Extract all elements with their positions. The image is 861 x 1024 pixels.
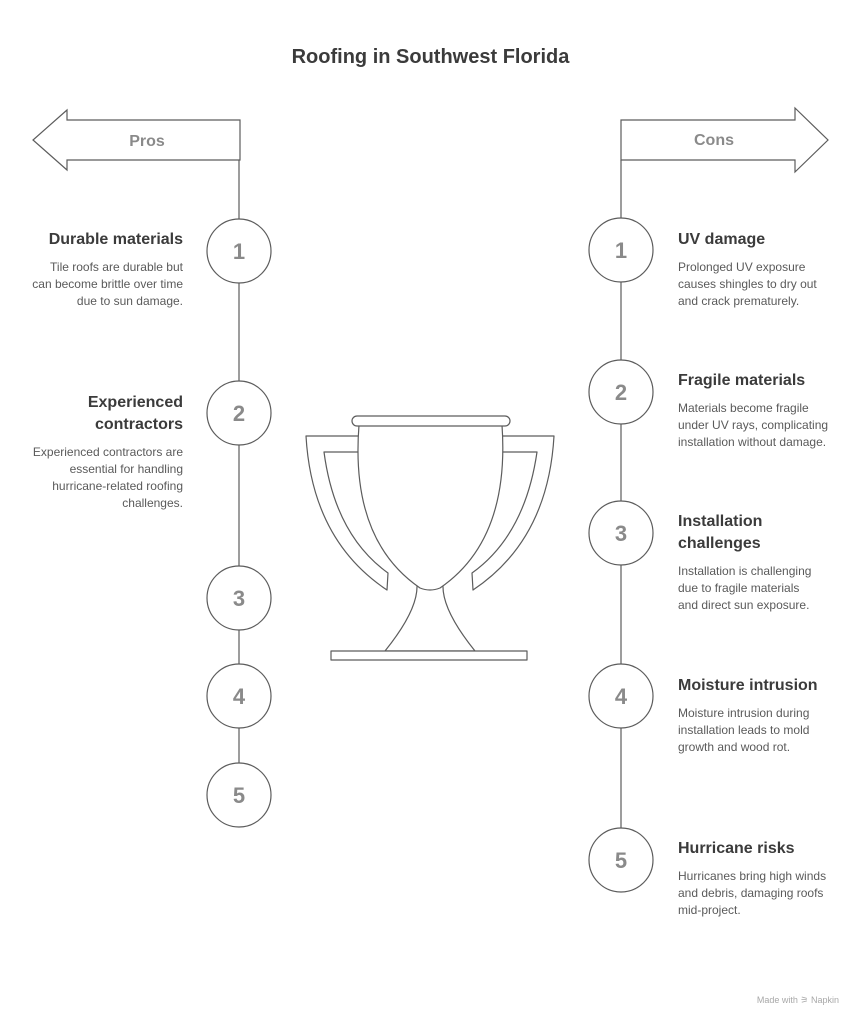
- pros-arrow: Pros: [32, 108, 241, 172]
- pros-step-2: 2: [206, 380, 272, 446]
- pros-step-3: 3: [206, 565, 272, 631]
- svg-text:2: 2: [233, 401, 245, 426]
- svg-text:1: 1: [615, 238, 627, 263]
- cons-item-4: Moisture intrusion Moisture intrusion du…: [678, 675, 818, 756]
- pros-step-1: 1: [206, 218, 272, 284]
- cons-arrow: Cons: [620, 106, 829, 174]
- svg-text:3: 3: [615, 521, 627, 546]
- pros-step-4: 4: [206, 663, 272, 729]
- cons-item-5: Hurricane risks Hurricanes bring high wi…: [678, 838, 828, 919]
- pros-label: Pros: [129, 133, 165, 150]
- cons-item-4-desc: Moisture intrusion during installation l…: [678, 706, 810, 754]
- cons-item-4-title: Moisture intrusion: [678, 677, 818, 694]
- cons-item-3-title: Installation challenges: [678, 513, 763, 552]
- pros-step-5: 5: [206, 762, 272, 828]
- cons-item-5-title: Hurricane risks: [678, 840, 795, 857]
- footer-credit: Made with ⚞ Napkin: [756, 995, 839, 1005]
- pros-item-1-title: Durable materials: [48, 231, 183, 248]
- cons-item-3-desc: Installation is challenging due to fragi…: [678, 564, 812, 612]
- svg-text:2: 2: [615, 380, 627, 405]
- pros-item-2-desc: Experienced contractors are essential fo…: [32, 445, 183, 510]
- cons-item-3: Installation challenges Installation is …: [678, 511, 818, 614]
- cons-step-4: 4: [588, 663, 654, 729]
- cons-item-1-title: UV damage: [678, 231, 766, 248]
- svg-text:4: 4: [615, 684, 628, 709]
- cons-item-2-title: Fragile materials: [678, 372, 806, 389]
- cons-step-3: 3: [588, 500, 654, 566]
- svg-text:3: 3: [233, 586, 245, 611]
- svg-text:5: 5: [233, 783, 245, 808]
- cons-item-2-desc: Materials become fragile under UV rays, …: [678, 401, 829, 449]
- cons-step-5: 5: [588, 827, 654, 893]
- cons-item-2: Fragile materials Materials become fragi…: [678, 370, 833, 451]
- svg-text:1: 1: [233, 239, 245, 264]
- trophy-icon: [305, 415, 555, 661]
- page-title: Roofing in Southwest Florida: [291, 46, 570, 68]
- cons-item-1: UV damage Prolonged UV exposure causes s…: [678, 229, 833, 310]
- pros-item-1: Durable materials Tile roofs are durable…: [30, 229, 183, 310]
- cons-step-2: 2: [588, 359, 654, 425]
- cons-step-1: 1: [588, 217, 654, 283]
- cons-item-1-desc: Prolonged UV exposure causes shingles to…: [678, 260, 817, 308]
- svg-text:5: 5: [615, 848, 627, 873]
- pros-item-2: Experienced contractors Experienced cont…: [30, 392, 183, 512]
- svg-text:4: 4: [233, 684, 246, 709]
- pros-item-2-title: Experienced contractors: [87, 394, 183, 433]
- pros-item-1-desc: Tile roofs are durable but can become br…: [32, 260, 183, 308]
- cons-item-5-desc: Hurricanes bring high winds and debris, …: [678, 869, 827, 917]
- cons-label: Cons: [694, 132, 734, 149]
